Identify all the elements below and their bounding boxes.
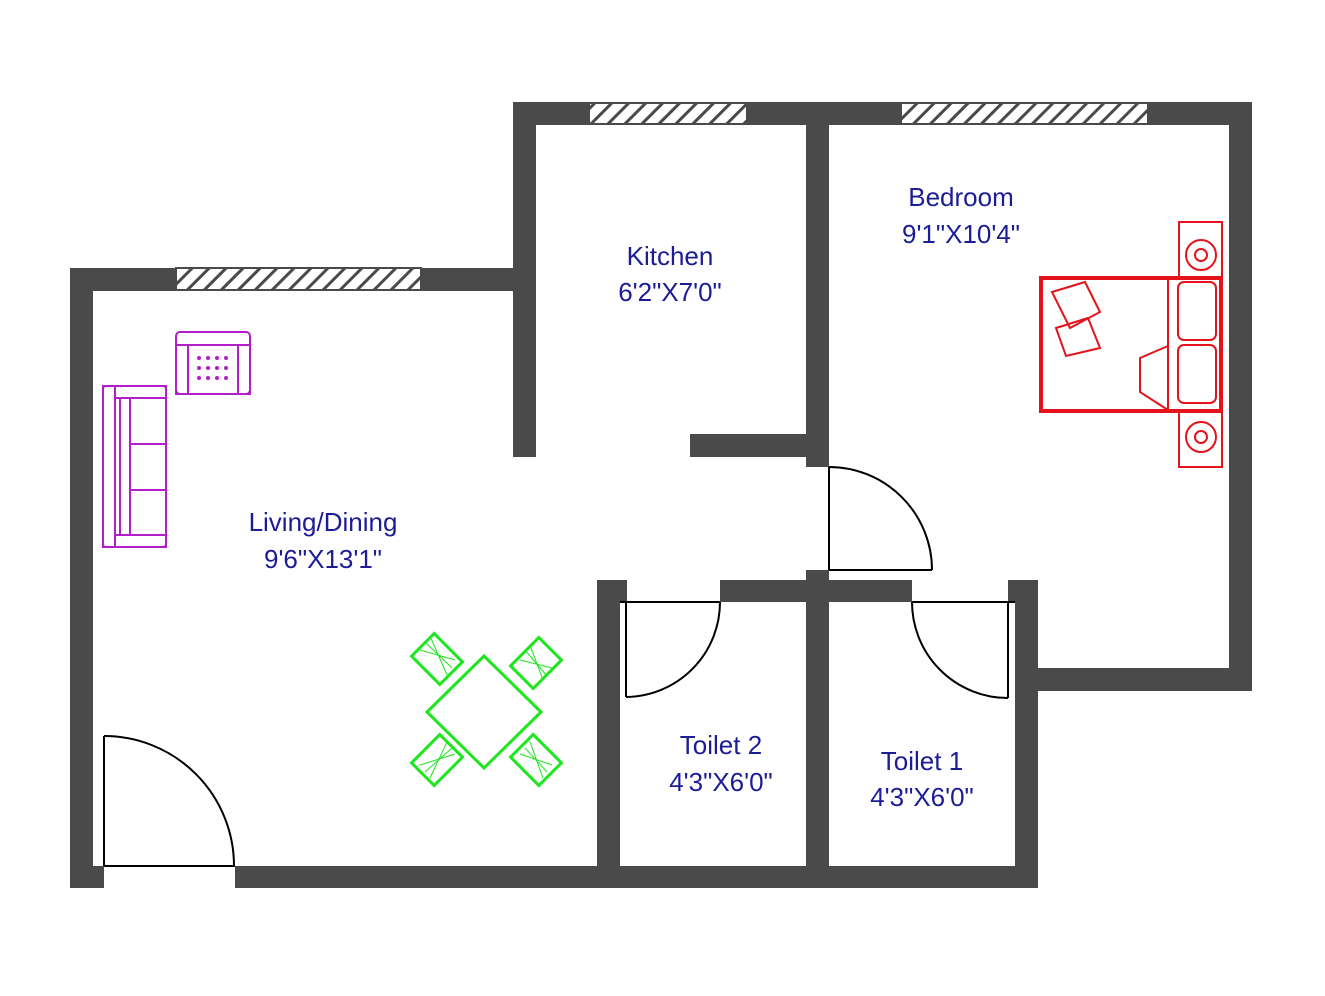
- walls: [70, 102, 1252, 888]
- room-living: Living/Dining 9'6"X13'1": [249, 507, 398, 574]
- dining-set-icon: [409, 631, 564, 788]
- room-size-kitchen: 6'2"X7'0": [618, 277, 722, 307]
- room-name-bedroom: Bedroom: [908, 182, 1014, 212]
- room-kitchen: Kitchen 6'2"X7'0": [618, 241, 722, 307]
- room-name-living: Living/Dining: [249, 507, 398, 537]
- room-toilet2: Toilet 2 4'3"X6'0": [669, 730, 773, 797]
- room-name-toilet2: Toilet 2: [680, 730, 762, 760]
- window-icon: [175, 102, 1149, 291]
- room-size-toilet1: 4'3"X6'0": [870, 782, 974, 812]
- room-toilet1: Toilet 1 4'3"X6'0": [870, 746, 974, 812]
- room-name-toilet1: Toilet 1: [881, 746, 963, 776]
- sofa-icon: [102, 385, 167, 548]
- room-size-toilet2: 4'3"X6'0": [669, 767, 773, 797]
- bed-icon: [1039, 276, 1223, 413]
- nightstand-icon: [1178, 221, 1223, 468]
- room-name-kitchen: Kitchen: [627, 241, 714, 271]
- door-icon[interactable]: [103, 466, 1015, 867]
- room-bedroom: Bedroom 9'1"X10'4": [902, 182, 1020, 249]
- armchair-icon: [175, 331, 251, 395]
- room-size-living: 9'6"X13'1": [264, 544, 382, 574]
- room-size-bedroom: 9'1"X10'4": [902, 219, 1020, 249]
